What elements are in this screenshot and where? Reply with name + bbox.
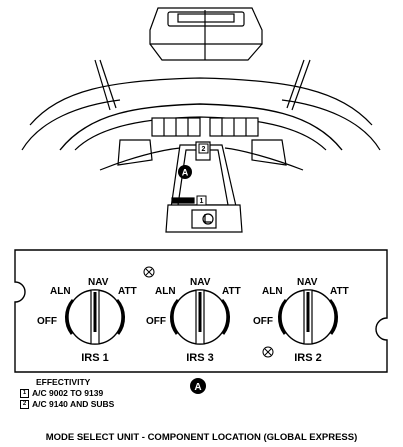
irs-2-pos-aln: ALN xyxy=(262,286,283,297)
irs-3-pos-att: ATT xyxy=(222,286,241,297)
figure-caption: MODE SELECT UNIT - COMPONENT LOCATION (G… xyxy=(45,432,358,443)
cockpit-callout-a-text: A xyxy=(182,168,189,178)
irs-3-selector[interactable]: ALN NAV ATT OFF IRS 3 xyxy=(146,277,241,364)
irs-1-pos-att: ATT xyxy=(118,286,137,297)
irs-1-pos-nav: NAV xyxy=(88,277,109,288)
irs-3-pos-aln: ALN xyxy=(155,286,176,297)
effectivity-item: 1 A/C 9002 TO 9139 xyxy=(20,388,114,399)
irs-2-pos-off: OFF xyxy=(253,316,273,327)
windshield-frame xyxy=(29,77,373,126)
irs-2-label: IRS 2 xyxy=(294,352,322,364)
detail-callout-a-text: A xyxy=(194,382,201,393)
effectivity-notes: EFFECTIVITY 1 A/C 9002 TO 9139 2 A/C 914… xyxy=(20,377,114,410)
detail-callout-a: A xyxy=(190,378,206,394)
effectivity-text-1: A/C 9002 TO 9139 xyxy=(32,388,104,398)
irs-2-pos-nav: NAV xyxy=(297,277,318,288)
effectivity-title: EFFECTIVITY xyxy=(36,377,91,387)
effectivity-ref-2: 2 xyxy=(20,400,29,409)
irs-1-pos-off: OFF xyxy=(37,316,57,327)
note-ref-1-text: 1 xyxy=(200,198,204,205)
screw-icon-bottom xyxy=(262,346,274,358)
note-ref-2-text: 2 xyxy=(202,146,206,153)
cockpit-callout-a: A xyxy=(178,165,192,179)
effectivity-item: 2 A/C 9140 AND SUBS xyxy=(20,399,114,410)
irs-1-selector[interactable]: ALN NAV ATT OFF IRS 1 xyxy=(37,277,137,364)
irs-1-pos-aln: ALN xyxy=(50,286,71,297)
note-ref-2: 2 xyxy=(198,143,209,154)
effectivity-ref-1: 1 xyxy=(20,389,29,398)
glareshield xyxy=(59,103,343,151)
irs-1-label: IRS 1 xyxy=(81,352,109,364)
note-ref-1: 1 xyxy=(196,195,207,206)
irs-2-selector[interactable]: ALN NAV ATT OFF IRS 2 xyxy=(253,277,349,364)
irs-2-pos-att: ATT xyxy=(330,286,349,297)
irs-3-label: IRS 3 xyxy=(186,352,214,364)
irs-3-pos-nav: NAV xyxy=(190,277,211,288)
effectivity-text-2: A/C 9140 AND SUBS xyxy=(32,399,115,409)
irs-3-pos-off: OFF xyxy=(146,316,166,327)
screw-icon-top xyxy=(143,266,155,278)
